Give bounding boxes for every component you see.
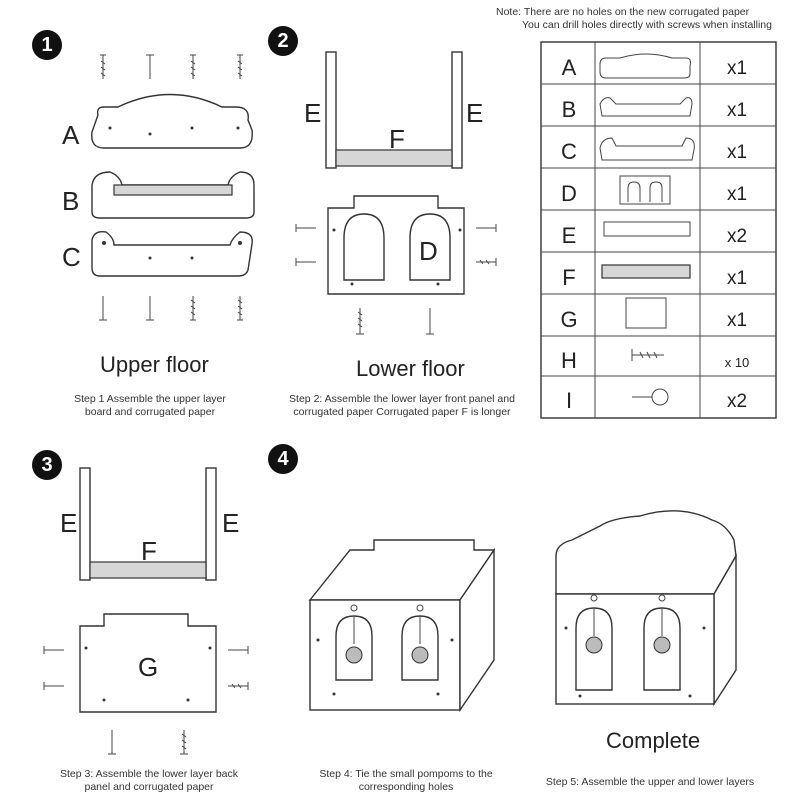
step1-caption: Step 1 Assemble the upper layer board an… [74,393,226,418]
label-d: D [419,236,438,266]
note-line-2: You can drill holes directly with screws… [522,19,772,31]
part-d-thumb [619,175,671,205]
step3-caption: Step 3: Assemble the lower layer back pa… [59,768,238,793]
panel-g [79,613,217,713]
part-h-letter: H [561,348,577,373]
note-line-1: Note: There are no holes on the new corr… [496,6,750,18]
step3-badge: 3 [32,450,62,480]
part-c-letter: C [561,139,577,164]
label-e-right: E [466,98,484,128]
part-f-thumb [601,264,691,279]
part-b-qty: x1 [726,100,748,121]
step3-label-f: F [141,536,157,566]
step5-title: Complete [606,728,701,753]
part-b-letter: B [561,97,577,122]
part-i-thumb [632,388,669,406]
step1-title: Upper floor [100,352,209,377]
step2-caption: Step 2: Assemble the lower layer front p… [289,393,515,418]
part-e-qty: x2 [726,226,748,247]
label-c: C [62,242,81,272]
step2-badge: 2 [268,26,298,56]
step2-screws [295,224,497,335]
label-g: G [138,652,159,682]
part-h-qty: x 10 [724,355,750,370]
part-d-qty: x1 [726,184,748,205]
part-g-letter: G [560,307,578,332]
part-f-letter: F [562,265,576,290]
part-i-qty: x2 [726,391,748,412]
part-g-thumb [625,297,667,329]
step4-caption: Step 4: Tie the small pompoms to the cor… [319,768,493,793]
parts-table [540,41,777,419]
step1-screws-top [100,54,243,79]
part-h-thumb [631,349,664,361]
step4-badge: 4 [268,444,298,474]
part-c-thumb [599,137,695,161]
label-a: A [62,120,80,150]
part-i-letter: I [565,388,573,413]
complete-box [555,510,737,707]
step3-label-e-left: E [60,508,78,538]
label-e-left: E [304,98,322,128]
step4-box [308,539,496,713]
part-c-qty: x1 [726,142,748,163]
part-a-thumb [599,53,691,79]
label-f: F [389,124,405,154]
part-e-letter: E [561,223,577,248]
label-b: B [62,186,80,216]
step5-caption: Step 5: Assemble the upper and lower lay… [545,776,755,788]
step3-frame [79,467,217,581]
part-e-thumb [603,221,691,237]
step2-title: Lower floor [356,356,465,381]
step1-badge: 1 [32,30,62,60]
step1-screws-bottom [99,296,243,321]
part-b-thumb [599,97,693,117]
part-g-qty: x1 [726,310,748,331]
part-d-letter: D [561,181,577,206]
part-a-qty: x1 [726,58,748,79]
part-a-letter: A [561,55,577,80]
panel-c [91,230,253,277]
step3-label-e-right: E [222,508,240,538]
step3-screws [43,646,249,755]
step2-frame [325,51,463,169]
panel-a [91,93,253,149]
part-f-qty: x1 [726,268,748,289]
